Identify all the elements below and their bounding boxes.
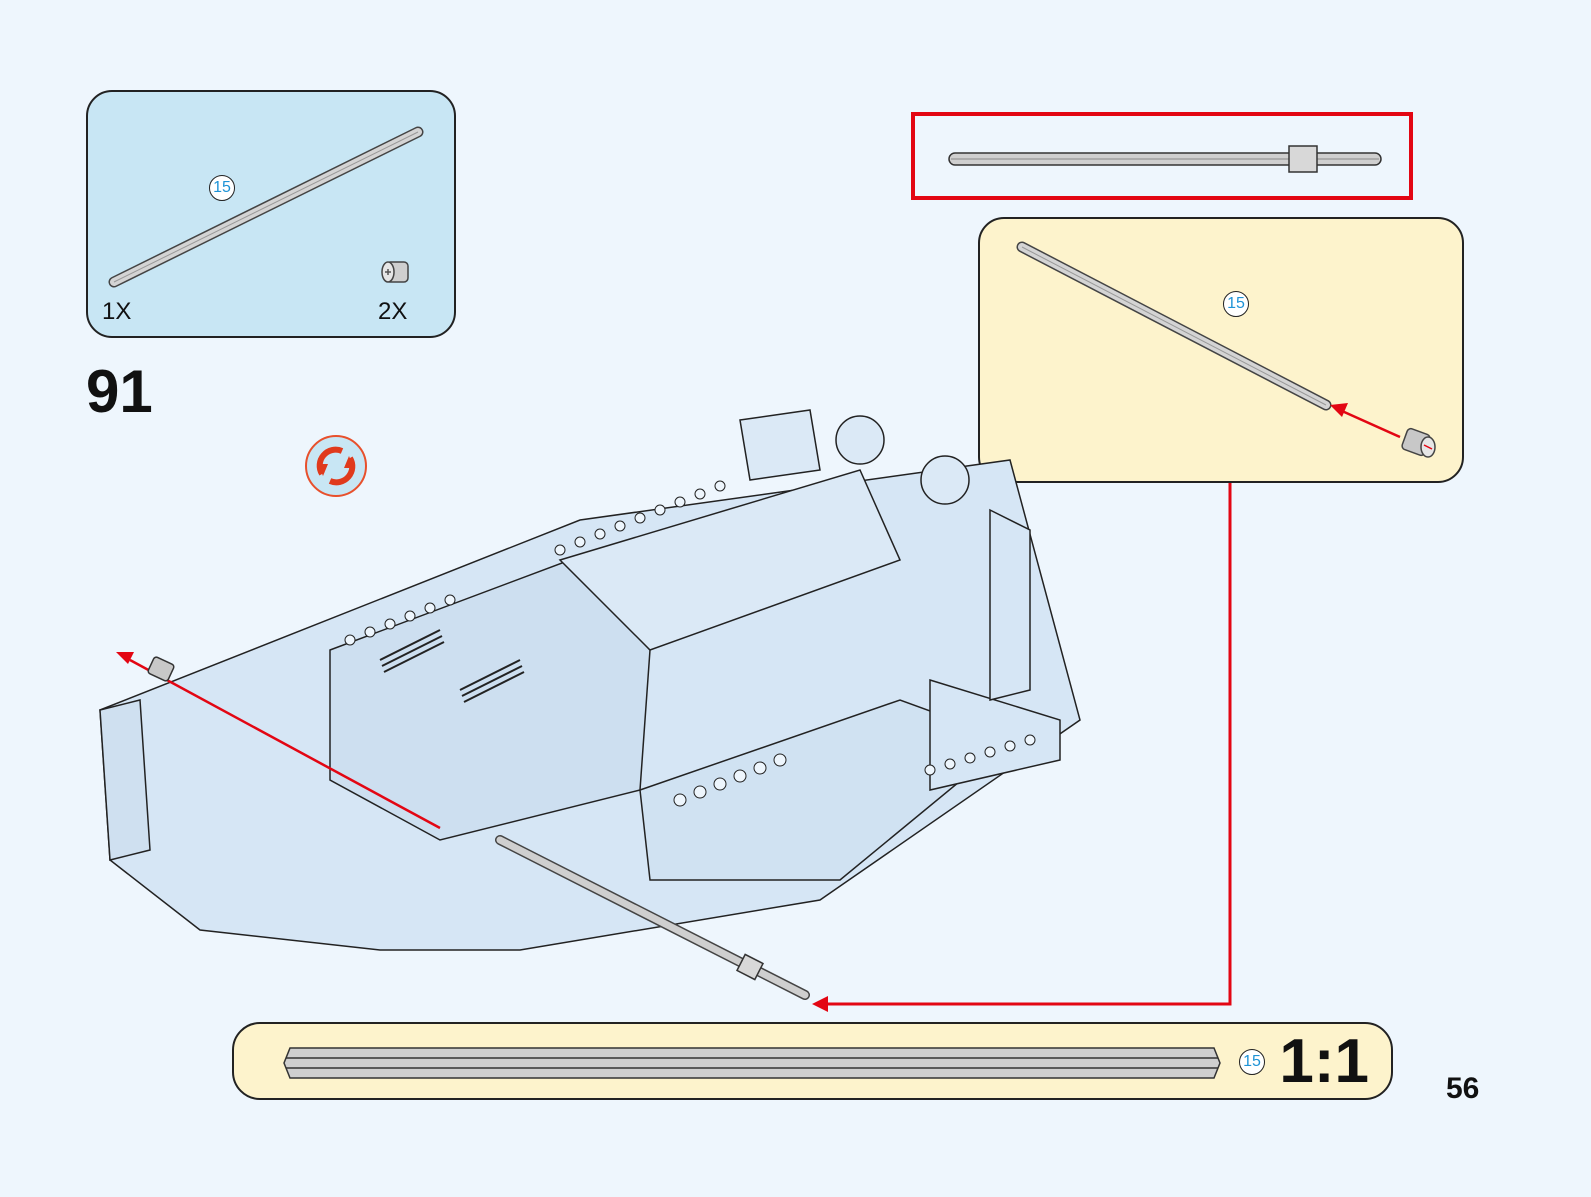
- vent-slots: [379, 629, 525, 703]
- gears: [835, 415, 970, 505]
- rotate-model-icon: [305, 435, 367, 497]
- beam-holes: [344, 480, 1036, 807]
- remove-bushing-arrow: [116, 652, 441, 830]
- scale-guide-box: 15 1:1: [232, 1022, 1393, 1100]
- chassis-body: [99, 409, 1081, 951]
- bushing-quantity: 2X: [378, 298, 408, 325]
- page-number: 56: [1446, 1072, 1480, 1105]
- axle-quantity: 1X: [102, 298, 132, 325]
- insert-arrow-icon: [1330, 403, 1401, 439]
- scale-label: 1:1: [1279, 1027, 1369, 1096]
- step-number: 91: [86, 358, 153, 425]
- inserted-axle: [495, 835, 810, 1000]
- sub-assembly-axle-icon: [1016, 241, 1332, 411]
- result-callout: [911, 112, 1413, 200]
- axle-part-icon: [108, 126, 424, 288]
- sub-assembly-box: 15: [978, 217, 1464, 483]
- axle-length-badge: 15: [209, 175, 235, 201]
- scale-axle-icon: [283, 1047, 1221, 1079]
- axle-with-bushing-icon: [948, 145, 1382, 173]
- parts-list-box: 15 1X 2X: [86, 90, 456, 338]
- bushing-part-icon: [381, 261, 409, 283]
- scale-length-badge: 15: [1239, 1049, 1265, 1075]
- sub-assembly-length-badge: 15: [1223, 291, 1249, 317]
- sub-assembly-bushing-icon: [1401, 427, 1436, 458]
